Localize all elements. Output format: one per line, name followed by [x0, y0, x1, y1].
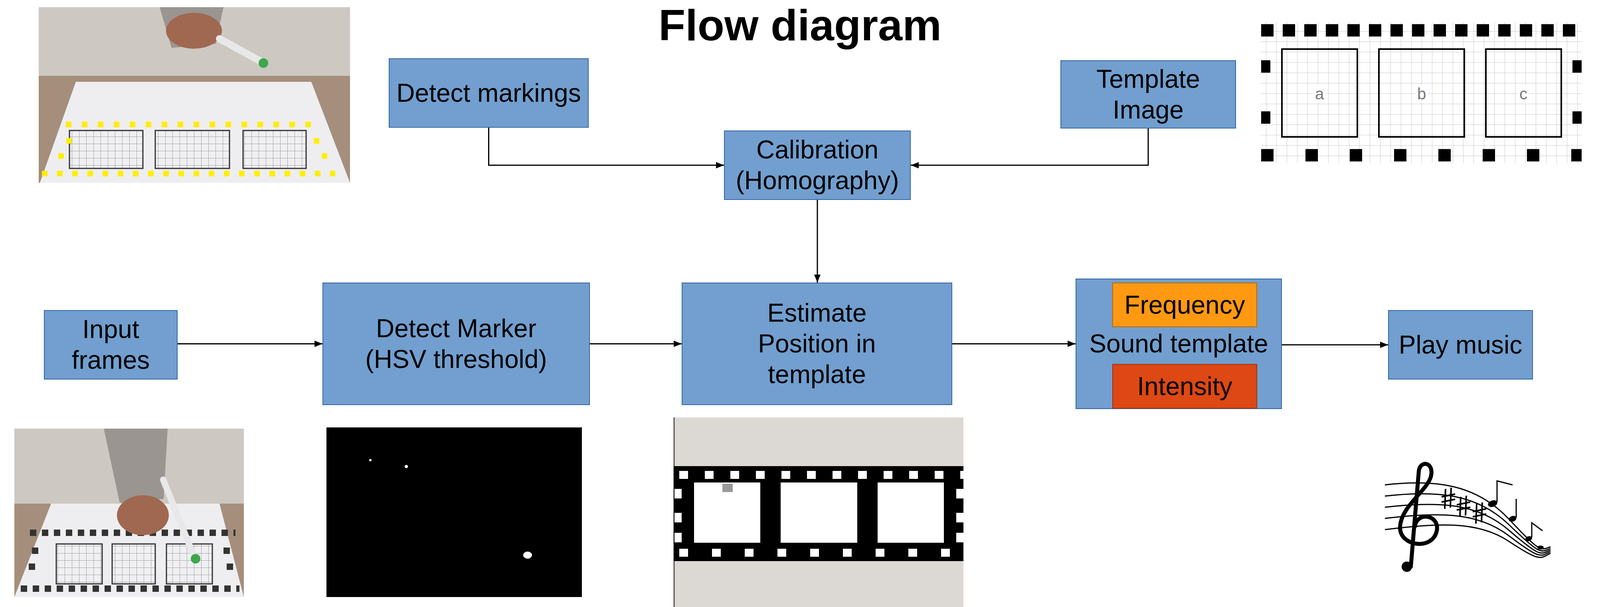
process-box: Template Image — [1060, 60, 1237, 129]
process-box: Play music — [1388, 310, 1533, 380]
node-text: Calibration (Homography) — [724, 134, 910, 196]
template-letter: a — [1313, 85, 1326, 103]
process-box: Detect Marker (HSV threshold) — [322, 282, 590, 406]
node-text: Input frames — [51, 314, 171, 376]
threshold-mask — [326, 427, 582, 598]
connector-arrow — [488, 127, 725, 166]
connector-arrow — [952, 343, 1076, 345]
parameter-box: Intensity — [1112, 363, 1258, 409]
template-image — [1260, 22, 1582, 164]
parameter-box: Frequency — [1112, 282, 1258, 328]
connector-arrow — [910, 128, 1149, 166]
node-text: Estimate Position in template — [751, 297, 883, 390]
connector-arrow — [1281, 344, 1389, 346]
calibration-photo — [38, 7, 351, 183]
process-box: Detect markings — [388, 58, 589, 128]
node-text: Play music — [1398, 329, 1523, 361]
input-frame-photo — [14, 428, 244, 598]
diagram-title: Flow diagram — [0, 0, 1600, 51]
node-text: Template Image — [1068, 63, 1229, 126]
connector-arrow — [177, 343, 323, 345]
template-letter: b — [1415, 85, 1428, 103]
music-icon — [1384, 463, 1551, 572]
node-text: Intensity — [1137, 371, 1233, 402]
group-box: Sound template FrequencyIntensity — [1075, 278, 1282, 410]
process-box: Estimate Position in template — [681, 282, 953, 406]
node-text: Sound template — [1089, 328, 1268, 360]
node-text: Detect Marker (HSV threshold) — [352, 313, 560, 375]
process-box: Input frames — [43, 310, 178, 380]
node-text: Frequency — [1124, 289, 1245, 321]
node-text: Detect markings — [396, 77, 581, 109]
connector-arrow — [589, 343, 682, 345]
template-position-view — [673, 417, 964, 607]
process-box: Calibration (Homography) — [723, 130, 911, 200]
template-letter: c — [1517, 85, 1529, 103]
connector-arrow — [816, 199, 819, 283]
